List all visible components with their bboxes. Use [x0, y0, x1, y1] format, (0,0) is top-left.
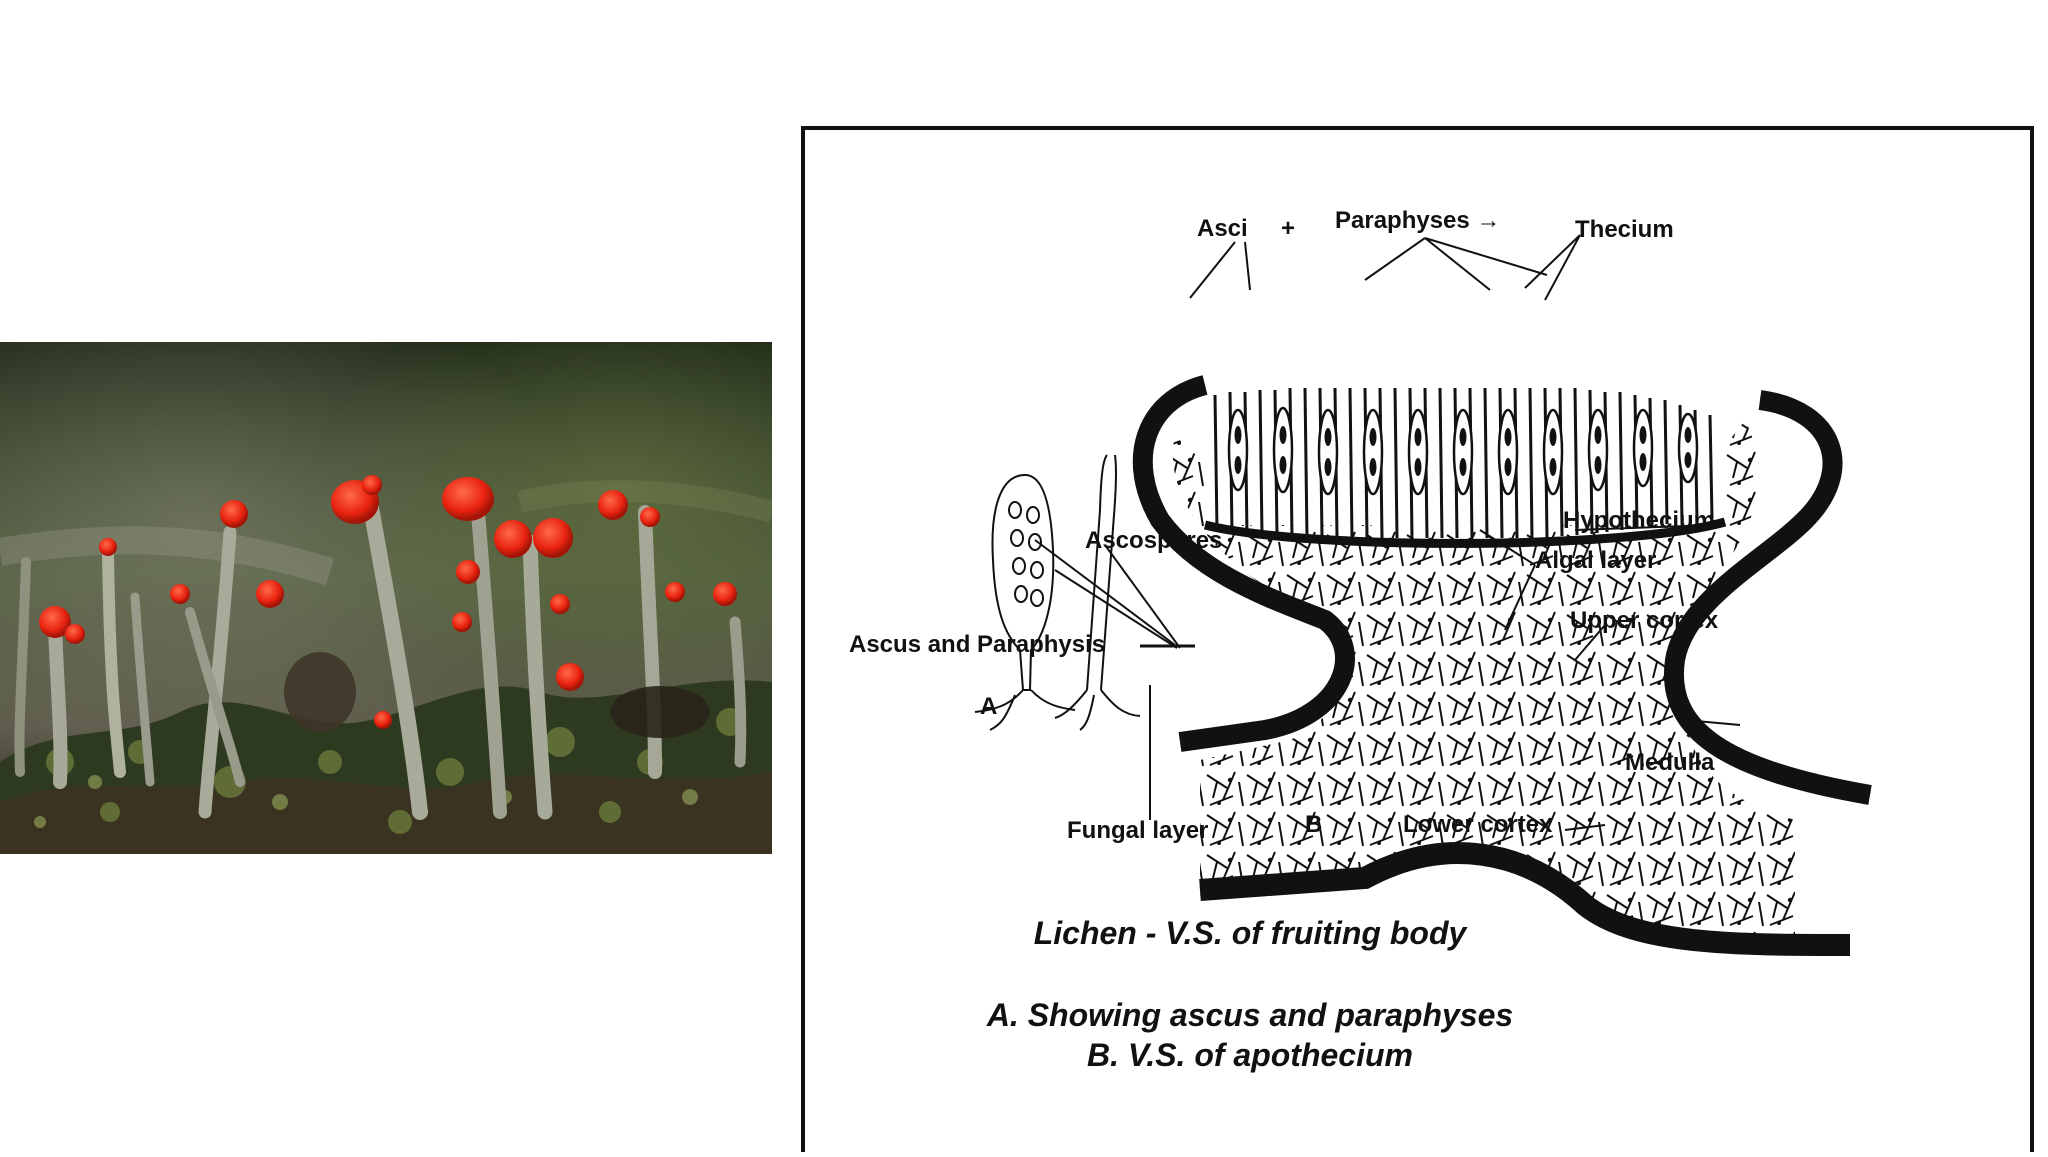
label-ascospores: Ascospores — [1085, 527, 1222, 554]
caption-title: Lichen - V.S. of fruiting body — [1034, 915, 1469, 951]
diagram-frame: Asci + Paraphyses → Thecium Hypothecium … — [801, 126, 2034, 1152]
paraphysis-drawing — [1054, 454, 1141, 731]
label-part-b: B — [1305, 811, 1322, 838]
label-part-a: A — [980, 693, 997, 720]
label-algal-layer: Algal layer — [1535, 547, 1656, 574]
medulla-region — [1172, 420, 1795, 955]
caption-line-b: B. V.S. of apothecium — [1087, 1037, 1413, 1073]
apothecium-diagram: Asci + Paraphyses → Thecium Hypothecium … — [849, 207, 1872, 1073]
label-thecium: Thecium — [1575, 216, 1674, 243]
label-plus: + — [1281, 215, 1295, 242]
label-lower-cortex: Lower cortex — [1403, 811, 1553, 838]
label-asci: Asci — [1197, 215, 1248, 242]
label-paraphyses: Paraphyses → — [1335, 207, 1500, 234]
thecium-layer — [1205, 387, 1725, 539]
label-ascus-and-paraphysis: Ascus and Paraphysis — [849, 631, 1105, 658]
hypothecium-layer — [1203, 517, 1727, 548]
label-medulla: Medulla — [1625, 749, 1715, 776]
label-upper-cortex: Upper cortex — [1570, 607, 1719, 634]
lichen-photo — [0, 342, 772, 854]
ascus-drawing — [974, 473, 1076, 731]
label-fungal-layer: Fungal layer — [1067, 817, 1208, 844]
caption-line-a: A. Showing ascus and paraphyses — [986, 997, 1513, 1033]
label-hypothecium: Hypothecium — [1563, 507, 1715, 534]
